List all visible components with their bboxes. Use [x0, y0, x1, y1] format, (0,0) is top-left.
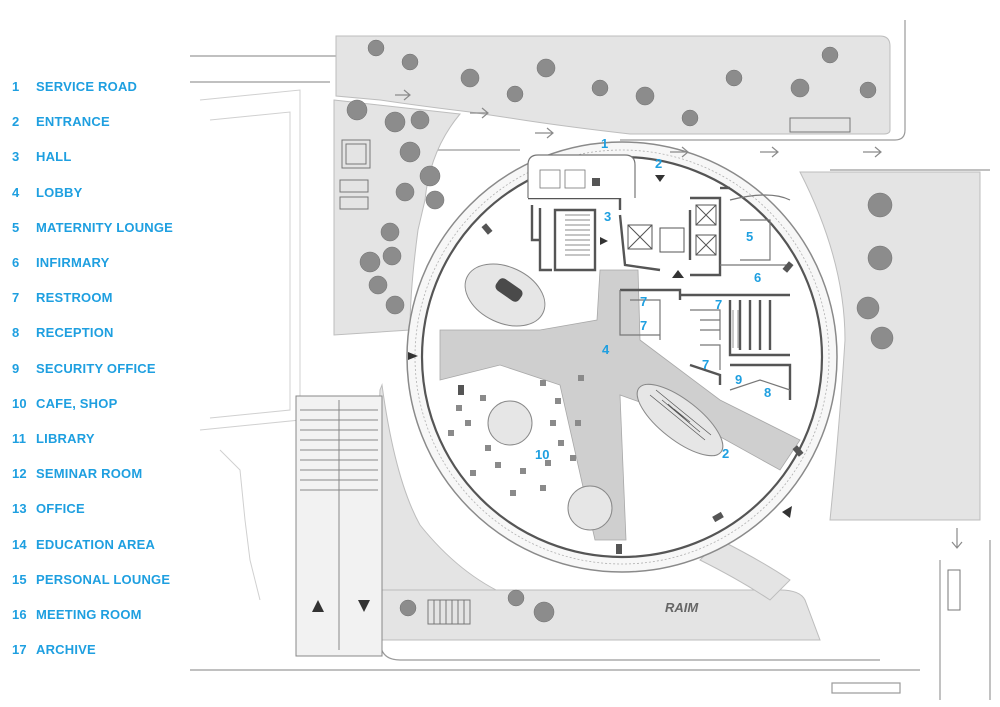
legend-number: 4: [12, 184, 20, 200]
legend-number: 3: [12, 149, 20, 165]
adjacent-building: [199, 89, 301, 601]
entrance-markers: [312, 175, 792, 612]
legend-number: 15: [12, 571, 27, 587]
legend-item: 7 RESTROOM: [12, 290, 113, 305]
legend-label: LIBRARY: [36, 431, 95, 446]
lobby-floor: [439, 269, 801, 541]
legend-item: 8 RECEPTION: [12, 325, 114, 340]
label-hall: 3: [604, 209, 611, 224]
legend-item: 13 OFFICE: [12, 501, 85, 516]
legend-label: SERVICE ROAD: [36, 79, 138, 94]
plan-numbers: 1 2 2 3 4 5 6 7 7 7 7 8 9 10: [535, 136, 771, 462]
legend-item: 12 SEMINAR ROOM: [12, 466, 142, 481]
legend-label: EDUCATION AREA: [36, 536, 156, 552]
label-restroom-a: 7: [640, 294, 647, 309]
trees: [346, 39, 894, 623]
legend-label: MEETING ROOM: [36, 607, 142, 622]
legend-number: 7: [12, 290, 20, 306]
elevators: [627, 204, 717, 256]
legend-number: 10: [12, 395, 27, 411]
label-cafe: 10: [535, 447, 549, 462]
legend-number: 16: [12, 607, 27, 622]
legend-number: 5: [12, 219, 20, 235]
legend-number: 11: [12, 431, 27, 446]
label-reception: 8: [764, 385, 771, 400]
legend-item: 4 LOBBY: [12, 185, 83, 200]
legend-label: OFFICE: [36, 501, 85, 517]
core-stairs: [565, 214, 739, 348]
label-restroom-c: 7: [715, 297, 722, 312]
legend-label: HALL: [36, 149, 72, 165]
legend-item: 6 INFIRMARY: [12, 255, 110, 270]
legend-item: 17 ARCHIVE: [12, 642, 96, 657]
legend-item: 5 MATERNITY LOUNGE: [12, 220, 173, 235]
cafe-furniture: [448, 375, 584, 496]
site-fixtures: [339, 117, 961, 625]
legend-number: 6: [12, 255, 20, 270]
legend-label: MATERNITY LOUNGE: [36, 219, 174, 235]
legend: 1 SERVICE ROAD 2 ENTRANCE 3 HALL 4 LOBBY 5 MATERN…: [0, 0, 190, 707]
legend-label: ENTRANCE: [36, 114, 110, 130]
ground-text: RAIM: [665, 600, 699, 615]
legend-item: 15 PERSONAL LOUNGE: [12, 572, 170, 587]
legend-item: 10 CAFE, SHOP: [12, 396, 117, 411]
legend-item: 3 HALL: [12, 149, 71, 164]
legend-number: 9: [12, 360, 20, 376]
legend-item: 1 SERVICE ROAD: [12, 79, 137, 94]
legend-label: SECURITY OFFICE: [36, 360, 156, 376]
legend-label: RECEPTION: [36, 325, 114, 341]
legend-number: 12: [12, 466, 27, 482]
direction-arrows: [395, 89, 963, 549]
legend-label: LOBBY: [36, 184, 83, 200]
legend-number: 14: [12, 536, 27, 552]
legend-label: RESTROOM: [36, 290, 113, 306]
legend-number: 8: [12, 325, 20, 341]
interior-walls: [619, 194, 791, 391]
central-stair: [649, 389, 712, 441]
label-entrance-south: 2: [722, 446, 729, 461]
legend-item: 2 ENTRANCE: [12, 114, 110, 129]
ramp: [295, 395, 383, 657]
legend-number: 17: [12, 642, 27, 658]
car-icon: [495, 278, 523, 302]
legend-item: 14 EDUCATION AREA: [12, 537, 155, 552]
label-restroom-d: 7: [702, 357, 709, 372]
label-restroom-b: 7: [640, 318, 647, 333]
legend-label: CAFE, SHOP: [36, 395, 118, 411]
legend-label: PERSONAL LOUNGE: [36, 571, 171, 587]
legend-number: 13: [12, 501, 27, 517]
label-service-road: 1: [601, 136, 608, 151]
label-maternity: 5: [746, 229, 753, 244]
structural-markers: [458, 223, 804, 554]
legend-number: 1: [12, 79, 20, 94]
legend-label: INFIRMARY: [36, 255, 110, 270]
label-lobby: 4: [602, 342, 610, 357]
label-security: 9: [735, 372, 742, 387]
service-annex: [527, 154, 636, 198]
legend-number: 2: [12, 114, 20, 130]
legend-item: 11 LIBRARY: [12, 431, 95, 446]
legend-item: 9 SECURITY OFFICE: [12, 361, 156, 376]
label-entrance-north: 2: [655, 156, 662, 171]
label-infirmary: 6: [754, 270, 761, 285]
legend-item: 16 MEETING ROOM: [12, 607, 142, 622]
legend-label: ARCHIVE: [36, 642, 96, 658]
road-lines: [190, 20, 991, 700]
legend-label: SEMINAR ROOM: [36, 466, 143, 482]
